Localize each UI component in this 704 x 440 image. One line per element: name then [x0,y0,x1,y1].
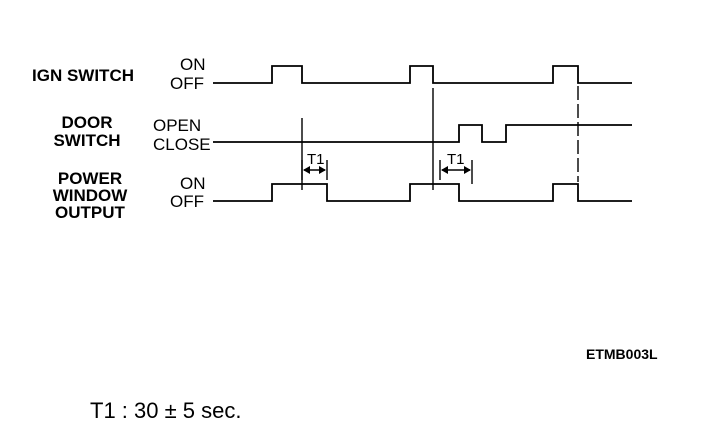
diagram-code: ETMB003L [586,346,658,362]
t1-marker-2-label: T1 [447,151,465,168]
ign-switch-label: IGN SWITCH [32,66,134,85]
power-window-output-label-line2: WINDOW [53,186,129,205]
ign-off-label: OFF [170,74,204,93]
t1-marker-1-arrowhead-right [319,166,326,174]
ign-switch-waveform [213,65,632,84]
door-open-label: OPEN [153,116,201,135]
power-window-output-label-line3: OUTPUT [55,203,126,222]
door-switch-label-line2: SWITCH [53,131,120,150]
t1-definition-note: T1 : 30 ± 5 sec. [90,398,241,423]
power-window-output-waveform [213,183,632,202]
door-close-label: CLOSE [153,135,211,154]
ign-on-label: ON [180,55,206,74]
t1-marker-2-arrowhead-right [464,166,471,174]
pwo-off-label: OFF [170,192,204,211]
t1-marker-1-label: T1 [307,151,325,168]
pwo-on-label: ON [180,174,206,193]
t1-marker-1-arrowhead-left [303,166,310,174]
door-switch-label-line1: DOOR [62,113,113,132]
power-window-output-label-line1: POWER [58,169,122,188]
door-switch-waveform [213,124,632,143]
t1-marker-2-arrowhead-left [441,166,448,174]
